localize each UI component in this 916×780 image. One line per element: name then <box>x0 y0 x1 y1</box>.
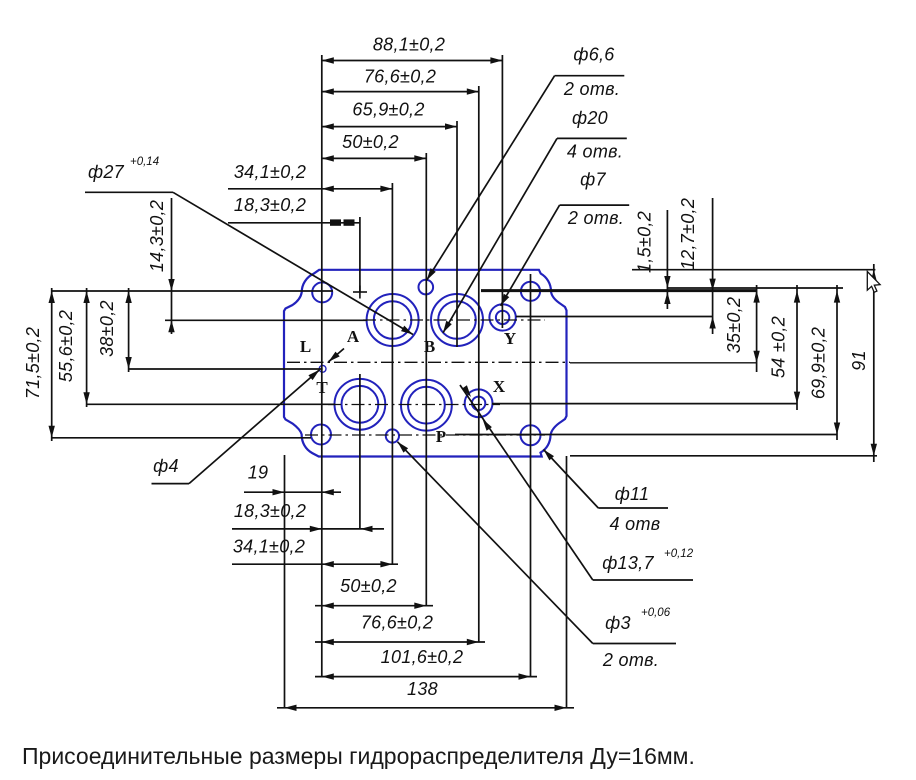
svg-text:ф20: ф20 <box>572 108 608 128</box>
svg-text:Y: Y <box>504 329 516 348</box>
svg-text:91: 91 <box>849 350 869 371</box>
svg-text:ф3: ф3 <box>605 613 631 633</box>
svg-text:50±0,2: 50±0,2 <box>342 132 399 152</box>
svg-text:2 отв.: 2 отв. <box>563 79 620 99</box>
svg-text:76,6±0,2: 76,6±0,2 <box>361 612 433 632</box>
svg-text:T: T <box>316 378 328 397</box>
svg-text:65,9±0,2: 65,9±0,2 <box>352 99 424 119</box>
svg-text:88,1±0,2: 88,1±0,2 <box>373 34 445 54</box>
svg-text:ф6,6: ф6,6 <box>573 44 615 64</box>
svg-text:ф13,7: ф13,7 <box>602 553 654 573</box>
svg-text:X: X <box>493 377 506 396</box>
svg-text:ф7: ф7 <box>580 169 606 189</box>
svg-text:L: L <box>300 337 311 356</box>
svg-text:34,1±0,2: 34,1±0,2 <box>234 162 306 182</box>
svg-text:1,5±0,2: 1,5±0,2 <box>634 211 654 273</box>
svg-text:ф4: ф4 <box>153 456 179 476</box>
svg-text:18,3±0,2: 18,3±0,2 <box>234 501 306 521</box>
svg-text:18,3±0,2: 18,3±0,2 <box>234 195 306 215</box>
svg-text:B: B <box>424 337 435 356</box>
svg-text:35±0,2: 35±0,2 <box>724 297 744 354</box>
svg-text:19: 19 <box>248 462 269 482</box>
svg-text:76,6±0,2: 76,6±0,2 <box>364 66 436 86</box>
svg-text:ф27: ф27 <box>88 162 125 182</box>
svg-text:2 отв.: 2 отв. <box>602 650 659 670</box>
svg-text:138: 138 <box>407 679 438 699</box>
svg-text:4 отв.: 4 отв. <box>567 141 623 161</box>
svg-text:+0,14: +0,14 <box>130 156 159 168</box>
svg-text:ф11: ф11 <box>615 484 650 504</box>
svg-text:12,7±0,2: 12,7±0,2 <box>678 198 698 270</box>
svg-text:4 отв: 4 отв <box>610 514 661 534</box>
svg-text:54 ±0,2: 54 ±0,2 <box>768 316 788 378</box>
svg-text:A: A <box>347 327 360 346</box>
svg-text:71,5±0,2: 71,5±0,2 <box>23 327 43 399</box>
svg-text:P: P <box>436 427 446 446</box>
svg-text:38±0,2: 38±0,2 <box>97 300 117 357</box>
svg-text:2 отв.: 2 отв. <box>567 208 624 228</box>
svg-text:+0,12: +0,12 <box>664 548 694 560</box>
svg-text:+0,06: +0,06 <box>641 607 671 619</box>
svg-text:69,9±0,2: 69,9±0,2 <box>808 327 828 399</box>
svg-text:34,1±0,2: 34,1±0,2 <box>233 536 305 556</box>
svg-text:50±0,2: 50±0,2 <box>340 576 397 596</box>
svg-text:55,6±0,2: 55,6±0,2 <box>56 310 76 382</box>
svg-text:14,3±0,2: 14,3±0,2 <box>147 200 167 272</box>
svg-text:101,6±0,2: 101,6±0,2 <box>381 647 464 667</box>
